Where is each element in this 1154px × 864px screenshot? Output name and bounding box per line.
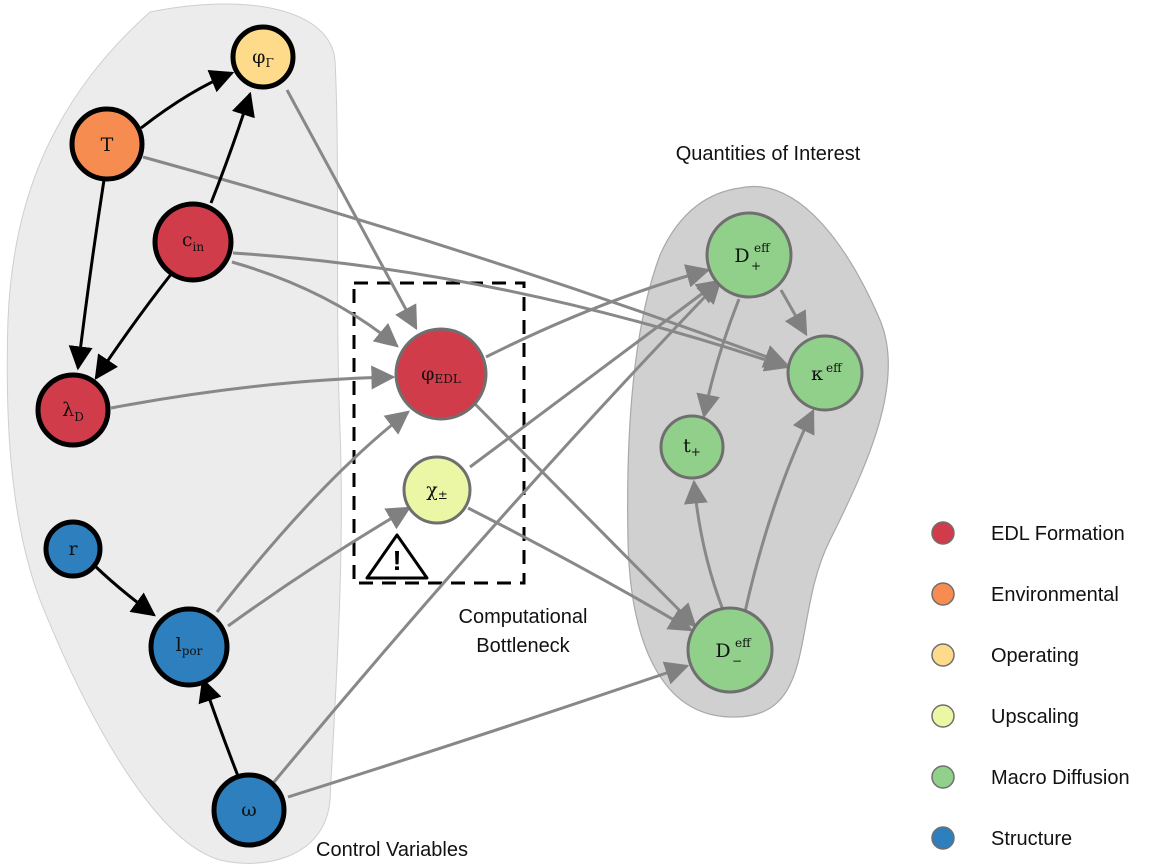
svg-text:Operating: Operating	[991, 645, 1079, 667]
caption-control-variables: Control Variables	[316, 839, 468, 861]
svg-text:eff: eff	[754, 241, 771, 255]
legend-item-environmental: Environmental	[931, 582, 1119, 606]
edge-phigamma-phiedl	[285, 89, 418, 331]
svg-text:t+: t+	[683, 435, 701, 459]
node-phi-gamma: φΓ	[230, 24, 296, 90]
edge-cin-phiedl	[231, 260, 399, 348]
edge-r-lpor	[93, 564, 156, 617]
node-c-in: cin	[152, 201, 234, 283]
legend-item-operating: Operating	[931, 643, 1079, 667]
svg-text:eff: eff	[826, 361, 843, 375]
svg-text:EDL Formation: EDL Formation	[991, 523, 1125, 545]
node-D-minus: D eff −	[686, 606, 774, 694]
legend-item-structure: Structure	[931, 826, 1072, 850]
edge-lambda-phiedl	[110, 365, 396, 410]
quantities-region	[627, 185, 889, 718]
edge-phiedl-Dplus	[485, 264, 711, 359]
node-r: r	[43, 519, 103, 579]
edge-Dplus-tplus	[696, 298, 741, 419]
edge-lpor-phiedl	[215, 410, 410, 613]
svg-text:−: −	[732, 654, 742, 668]
legend-item-upscaling: Upscaling	[931, 704, 1079, 728]
legend-item-macro-diffusion: Macro Diffusion	[931, 765, 1130, 789]
node-lambda-D: λD	[35, 372, 111, 448]
svg-text:Macro Diffusion: Macro Diffusion	[991, 767, 1130, 789]
edge-cin-kappa	[232, 251, 790, 372]
svg-text:eff: eff	[735, 636, 752, 650]
edge-phiedl-Dminus	[473, 402, 697, 628]
node-l-por: lpor	[148, 606, 230, 688]
caption-quantities-of-interest: Quantities of Interest	[676, 143, 861, 165]
node-chi: χ±	[402, 455, 472, 525]
svg-text:Environmental: Environmental	[991, 584, 1119, 606]
edge-chi-Dplus	[469, 279, 721, 469]
svg-text:Structure: Structure	[991, 828, 1072, 850]
svg-text:T: T	[101, 134, 114, 156]
svg-text:D: D	[734, 245, 749, 267]
edge-Dplus-kappa	[779, 289, 808, 337]
edge-omega-lpor	[198, 677, 240, 777]
bottleneck-box	[352, 281, 526, 585]
svg-text:Upscaling: Upscaling	[991, 706, 1079, 728]
svg-text:D: D	[715, 640, 730, 662]
svg-text:!: !	[392, 545, 401, 576]
edge-chi-Dminus	[467, 506, 694, 632]
edge-Dminus-kappa	[743, 408, 815, 613]
svg-text:χ±: χ±	[426, 479, 448, 502]
legend-item-edl-formation: EDL Formation	[931, 521, 1125, 545]
svg-text:lpor: lpor	[176, 634, 203, 658]
edge-T-phigamma	[140, 69, 235, 130]
node-kappa: κ eff	[786, 334, 864, 412]
svg-text:φEDL: φEDL	[421, 363, 461, 386]
edge-lpor-chi	[227, 506, 412, 628]
node-D-plus: D eff +	[705, 211, 793, 299]
svg-text:cin: cin	[182, 229, 204, 254]
node-phi-EDL: φEDL	[394, 327, 488, 421]
caption-bottleneck-line1: Computational	[459, 606, 588, 628]
caption-bottleneck-line2: Bottleneck	[476, 635, 570, 657]
node-T: T	[69, 106, 145, 182]
node-omega: ω	[211, 772, 287, 848]
control-variables-region	[6, 3, 342, 864]
edge-omega-Dminus	[287, 661, 690, 799]
edge-T-lambda	[68, 179, 106, 371]
svg-text:+: +	[751, 259, 761, 273]
edge-Dminus-tplus	[683, 479, 725, 611]
edge-cin-lambda	[94, 272, 174, 380]
warning-icon: !	[365, 533, 429, 580]
edge-cin-phigamma	[209, 91, 255, 204]
svg-text:ω: ω	[241, 799, 257, 821]
node-t-plus: t+	[659, 414, 725, 480]
gray-edges	[110, 89, 815, 799]
svg-text:λD: λD	[62, 399, 84, 424]
svg-text:κ: κ	[811, 363, 823, 385]
edge-omega-Dplus	[272, 279, 722, 783]
edge-T-kappa	[142, 155, 789, 368]
black-edges	[68, 69, 255, 777]
svg-text:φΓ: φΓ	[252, 46, 274, 70]
svg-text:r: r	[68, 538, 78, 560]
legend: EDL Formation Environmental Operating Up…	[931, 521, 1130, 850]
